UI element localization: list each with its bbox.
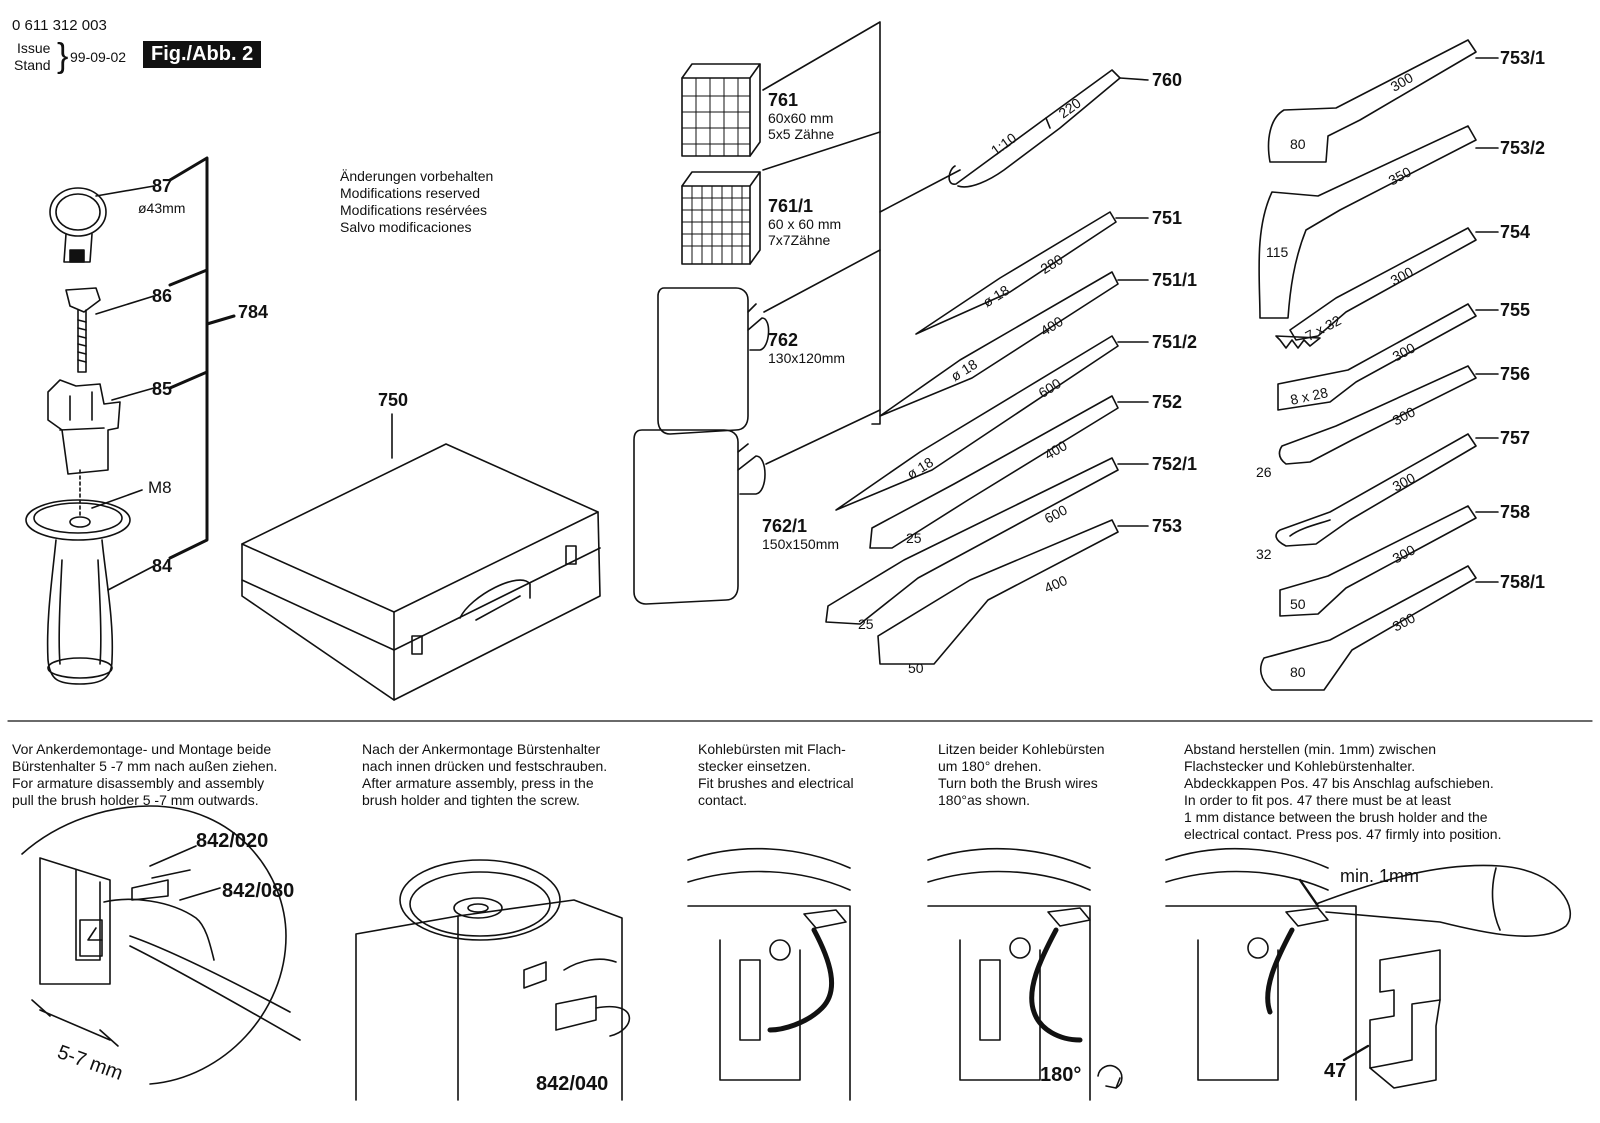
bush-hammer-plates-drawing bbox=[633, 21, 961, 605]
instruction-3-line: Kohlebürsten mit Flach- bbox=[698, 741, 846, 757]
label-762-1-size: 150x150mm bbox=[762, 536, 840, 552]
label-758: 758 bbox=[1500, 502, 1531, 522]
instruction-1-line: Vor Ankerdemontage- und Montage beide bbox=[12, 741, 272, 757]
label-784: 784 bbox=[238, 302, 269, 322]
callout-842-080: 842/080 bbox=[222, 880, 295, 902]
chisel-bits-middle-drawing bbox=[825, 69, 1149, 665]
callout-842-020: 842/020 bbox=[196, 830, 269, 852]
instruction-2-line: After armature assembly, press in the bbox=[362, 775, 594, 791]
notice-es: Salvo modificaciones bbox=[340, 219, 472, 235]
callout-47: 47 bbox=[1324, 1060, 1347, 1082]
mark-752-1-width: 25 bbox=[858, 616, 874, 632]
instruction-4-line: Litzen beider Kohlebürsten bbox=[938, 741, 1105, 757]
label-751-2: 751/2 bbox=[1152, 332, 1198, 352]
instruction-2: Nach der Ankermontage Bürstenhalter nach… bbox=[362, 741, 607, 809]
panel-4-drawing bbox=[927, 847, 1123, 1101]
panel-3-drawing bbox=[687, 847, 851, 1101]
instruction-2-line: Nach der Ankermontage Bürstenhalter bbox=[362, 741, 601, 757]
callout-min-1mm: min. 1mm bbox=[1340, 866, 1420, 886]
label-753-1: 753/1 bbox=[1500, 48, 1546, 68]
handle-assembly-drawing bbox=[25, 156, 236, 685]
panel-1-drawing bbox=[21, 805, 301, 1085]
stand-label: Stand bbox=[14, 57, 51, 73]
mark-752-width: 25 bbox=[906, 530, 922, 546]
instruction-1: Vor Ankerdemontage- und Montage beide Bü… bbox=[12, 741, 277, 809]
label-760: 760 bbox=[1152, 70, 1183, 90]
instruction-5: Abstand herstellen (min. 1mm) zwischen F… bbox=[1184, 741, 1501, 843]
chisel-bits-right-drawing bbox=[1258, 39, 1499, 691]
label-m8: M8 bbox=[148, 478, 172, 497]
notice-en: Modifications reserved bbox=[340, 185, 481, 201]
label-756: 756 bbox=[1500, 364, 1531, 384]
mark-753-1-width: 80 bbox=[1290, 136, 1306, 152]
doc-number: 0 611 312 003 bbox=[12, 17, 107, 34]
mark-756-width: 26 bbox=[1256, 464, 1272, 480]
label-753-2: 753/2 bbox=[1500, 138, 1546, 158]
panel-5-drawing bbox=[1165, 847, 1571, 1101]
instruction-5-line: In order to fit pos. 47 there must be at… bbox=[1184, 792, 1451, 808]
label-761-teeth: 5x5 Zähne bbox=[768, 126, 835, 142]
instruction-2-line: brush holder and tighten the screw. bbox=[362, 792, 580, 808]
label-84: 84 bbox=[152, 556, 173, 576]
instruction-5-line: Abdeckkappen Pos. 47 bis Anschlag aufsch… bbox=[1184, 775, 1494, 791]
label-754: 754 bbox=[1500, 222, 1531, 242]
label-758-1: 758/1 bbox=[1500, 572, 1546, 592]
instruction-3-line: stecker einsetzen. bbox=[698, 758, 811, 774]
label-87: 87 bbox=[152, 176, 173, 196]
label-761-1-teeth: 7x7Zähne bbox=[768, 232, 831, 248]
label-761-size: 60x60 mm bbox=[768, 110, 834, 126]
label-761-1-size: 60 x 60 mm bbox=[768, 216, 842, 232]
mark-758-1-width: 80 bbox=[1290, 664, 1306, 680]
instruction-4-line: 180°as shown. bbox=[938, 792, 1030, 808]
carrying-case-drawing bbox=[241, 413, 601, 701]
label-761-1: 761/1 bbox=[768, 196, 814, 216]
mark-753-width: 50 bbox=[908, 660, 924, 676]
mark-753-2-width: 115 bbox=[1266, 244, 1289, 260]
instruction-5-line: electrical contact. Press pos. 47 firmly… bbox=[1184, 826, 1502, 842]
figure-badge: Fig./Abb. 2 bbox=[143, 41, 262, 68]
instruction-5-line: 1 mm distance between the brush holder a… bbox=[1184, 809, 1488, 825]
panel-2-drawing bbox=[355, 859, 631, 1101]
label-752: 752 bbox=[1152, 392, 1183, 412]
label-753: 753 bbox=[1152, 516, 1183, 536]
label-757: 757 bbox=[1500, 428, 1531, 448]
label-750: 750 bbox=[378, 390, 409, 410]
label-761: 761 bbox=[768, 90, 799, 110]
instruction-2-line: nach innen drücken und festschrauben. bbox=[362, 758, 608, 774]
notice-fr: Modifications resérvées bbox=[340, 202, 488, 218]
label-752-1: 752/1 bbox=[1152, 454, 1198, 474]
issue-label: Issue bbox=[17, 40, 51, 56]
label-87-dim: ø43mm bbox=[138, 200, 186, 216]
label-751-1: 751/1 bbox=[1152, 270, 1198, 290]
instruction-5-line: Flachstecker und Kohlebürstenhalter. bbox=[1184, 758, 1416, 774]
instruction-1-line: pull the brush holder 5 -7 mm outwards. bbox=[12, 792, 259, 808]
brace-glyph: } bbox=[57, 37, 69, 75]
instruction-5-line: Abstand herstellen (min. 1mm) zwischen bbox=[1184, 741, 1437, 757]
mark-757-width: 32 bbox=[1256, 546, 1272, 562]
instruction-4-line: Turn both the Brush wires bbox=[938, 775, 1098, 791]
instruction-3-line: contact. bbox=[698, 792, 748, 808]
instruction-3-line: Fit brushes and electrical bbox=[698, 775, 854, 791]
instruction-3: Kohlebürsten mit Flach- stecker einsetze… bbox=[698, 741, 854, 809]
mark-758-width: 50 bbox=[1290, 596, 1306, 612]
issue-date: 99-09-02 bbox=[70, 49, 127, 65]
label-762-size: 130x120mm bbox=[768, 350, 846, 366]
callout-842-040: 842/040 bbox=[536, 1073, 609, 1095]
notice-de: Änderungen vorbehalten bbox=[340, 168, 494, 184]
callout-180-deg: 180° bbox=[1040, 1064, 1082, 1086]
label-755: 755 bbox=[1500, 300, 1531, 320]
label-762: 762 bbox=[768, 330, 799, 350]
label-751: 751 bbox=[1152, 208, 1183, 228]
label-762-1: 762/1 bbox=[762, 516, 808, 536]
instruction-1-line: Bürstenhalter 5 -7 mm nach außen ziehen. bbox=[12, 758, 278, 774]
instruction-1-line: For armature disassembly and assembly bbox=[12, 775, 265, 791]
label-86: 86 bbox=[152, 286, 173, 306]
label-85: 85 bbox=[152, 379, 173, 399]
instruction-4: Litzen beider Kohlebürsten um 180° drehe… bbox=[938, 741, 1105, 809]
instruction-4-line: um 180° drehen. bbox=[938, 758, 1042, 774]
